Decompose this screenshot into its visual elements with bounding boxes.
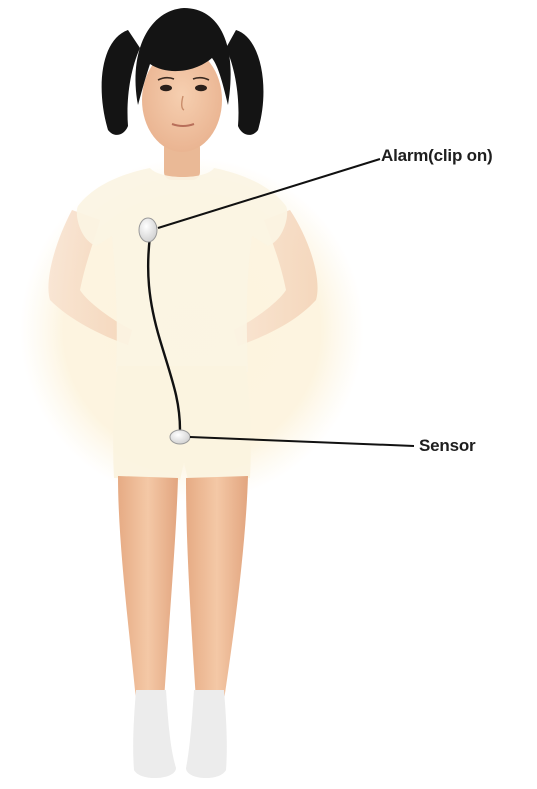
- shorts: [113, 366, 251, 480]
- right-pigtail: [226, 30, 263, 135]
- left-eye: [160, 85, 172, 91]
- sensor-device: [170, 430, 190, 444]
- right-leg: [186, 476, 248, 700]
- left-sock: [133, 690, 176, 778]
- left-pigtail: [102, 30, 140, 135]
- right-sock: [186, 690, 227, 778]
- right-eye: [195, 85, 207, 91]
- sensor-label: Sensor: [419, 436, 475, 456]
- left-leg: [118, 476, 178, 700]
- alarm-label: Alarm(clip on): [381, 146, 493, 166]
- alarm-device: [139, 218, 157, 242]
